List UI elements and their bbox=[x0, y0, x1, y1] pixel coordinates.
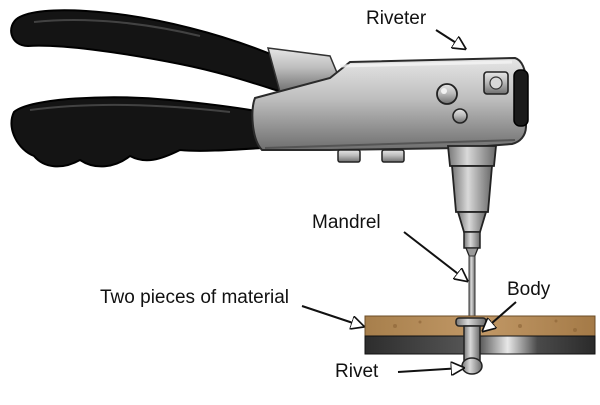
nosepiece bbox=[447, 145, 497, 259]
material-arrow bbox=[301, 305, 362, 326]
riveter-label: Riveter bbox=[366, 8, 427, 29]
mandrel-label: Mandrel bbox=[312, 212, 381, 233]
rivet-arrow bbox=[397, 368, 462, 372]
upper-handle bbox=[10, 9, 347, 94]
body-arrow bbox=[484, 301, 517, 330]
body-label: Body bbox=[507, 279, 551, 300]
arrow-icon bbox=[301, 29, 517, 372]
rivet-label: Rivet bbox=[335, 361, 379, 382]
riveter-arrow bbox=[435, 29, 464, 48]
lower-handle bbox=[10, 96, 263, 168]
rivet-icon bbox=[455, 317, 487, 375]
mandrel-arrow bbox=[403, 231, 466, 280]
mandrel bbox=[468, 255, 476, 321]
material-label: Two pieces of material bbox=[100, 287, 290, 308]
riveter-body bbox=[251, 56, 529, 163]
